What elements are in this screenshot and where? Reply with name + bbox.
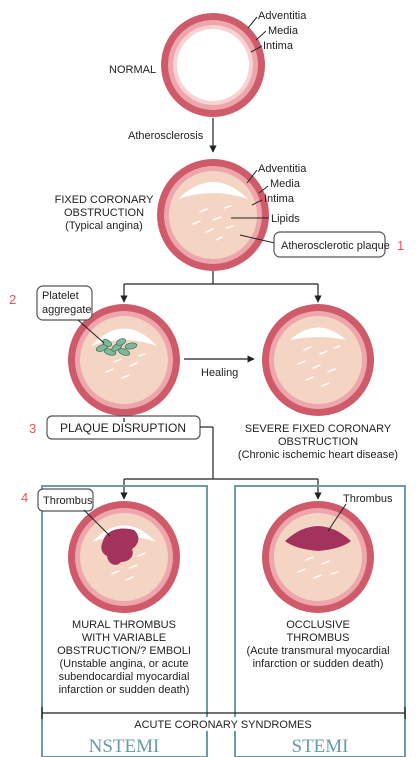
fixed-title-line-1: FIXED CORONARY bbox=[55, 194, 154, 206]
severe-line-2: OBSTRUCTION bbox=[278, 436, 358, 448]
occlusive-line-1: OCCLUSIVE bbox=[286, 619, 350, 631]
label-intima: Intima bbox=[264, 193, 295, 205]
fixed-title-line-3: (Typical angina) bbox=[65, 220, 143, 232]
normal-vessel bbox=[161, 13, 265, 117]
mural-line-5: subendocardial myocardial bbox=[59, 671, 190, 683]
callout-number-3: 3 bbox=[29, 421, 36, 436]
label-thrombus-occlusive: Thrombus bbox=[343, 493, 393, 505]
occlusive-line-4: infarction or sudden death) bbox=[253, 658, 384, 670]
mural-line-1: MURAL THROMBUS bbox=[72, 619, 176, 631]
label-thrombus-mural: Thrombus bbox=[43, 495, 93, 507]
severe-line-3: (Chronic ischemic heart disease) bbox=[238, 449, 398, 461]
mural-line-3: OBSTRUCTION/? EMBOLI bbox=[57, 645, 191, 657]
label-media: Media bbox=[270, 178, 301, 190]
mural-thrombus-vessel bbox=[68, 501, 180, 613]
leader-line bbox=[256, 31, 266, 40]
label-nstemi: NSTEMI bbox=[89, 736, 160, 757]
severe-line-1: SEVERE FIXED CORONARY bbox=[245, 423, 392, 435]
fixed-title-line-2: OBSTRUCTION bbox=[64, 207, 144, 219]
step-atherosclerosis: Atherosclerosis bbox=[128, 130, 204, 142]
label-acute-coronary-syndromes: ACUTE CORONARY SYNDROMES bbox=[134, 719, 311, 731]
occlusive-line-3: (Acute transmural myocardial bbox=[246, 645, 389, 657]
leader-line bbox=[248, 17, 257, 28]
label-atherosclerotic-plaque: Atherosclerotic plaque bbox=[281, 240, 390, 252]
label-healing: Healing bbox=[201, 367, 238, 379]
vessel-lumen bbox=[177, 29, 249, 101]
callout-number-2: 2 bbox=[9, 292, 16, 307]
occlusive-line-2: THROMBUS bbox=[287, 632, 350, 644]
mural-line-2: WITH VARIABLE bbox=[82, 632, 166, 644]
label-adventitia: Adventitia bbox=[258, 10, 307, 22]
label-media: Media bbox=[268, 25, 299, 37]
mural-line-6: infarction or sudden death) bbox=[59, 684, 190, 696]
severe-fixed-vessel bbox=[262, 304, 374, 416]
mural-line-4: (Unstable angina, or acute bbox=[59, 658, 188, 670]
label-lipids: Lipids bbox=[271, 213, 300, 225]
label-platelet-line-1: Platelet bbox=[42, 290, 79, 302]
label-plaque-disruption: PLAQUE DISRUPTION bbox=[60, 421, 186, 435]
occlusive-thrombus-vessel bbox=[262, 501, 374, 613]
normal-title: NORMAL bbox=[109, 64, 156, 76]
callout-number-1: 1 bbox=[397, 238, 404, 253]
platelet-aggregate-vessel bbox=[68, 304, 180, 416]
label-adventitia: Adventitia bbox=[258, 163, 307, 175]
callout-number-4: 4 bbox=[21, 490, 28, 505]
label-stemi: STEMI bbox=[292, 736, 349, 757]
label-platelet-line-2: aggregate bbox=[42, 304, 92, 316]
label-intima: Intima bbox=[263, 40, 294, 52]
